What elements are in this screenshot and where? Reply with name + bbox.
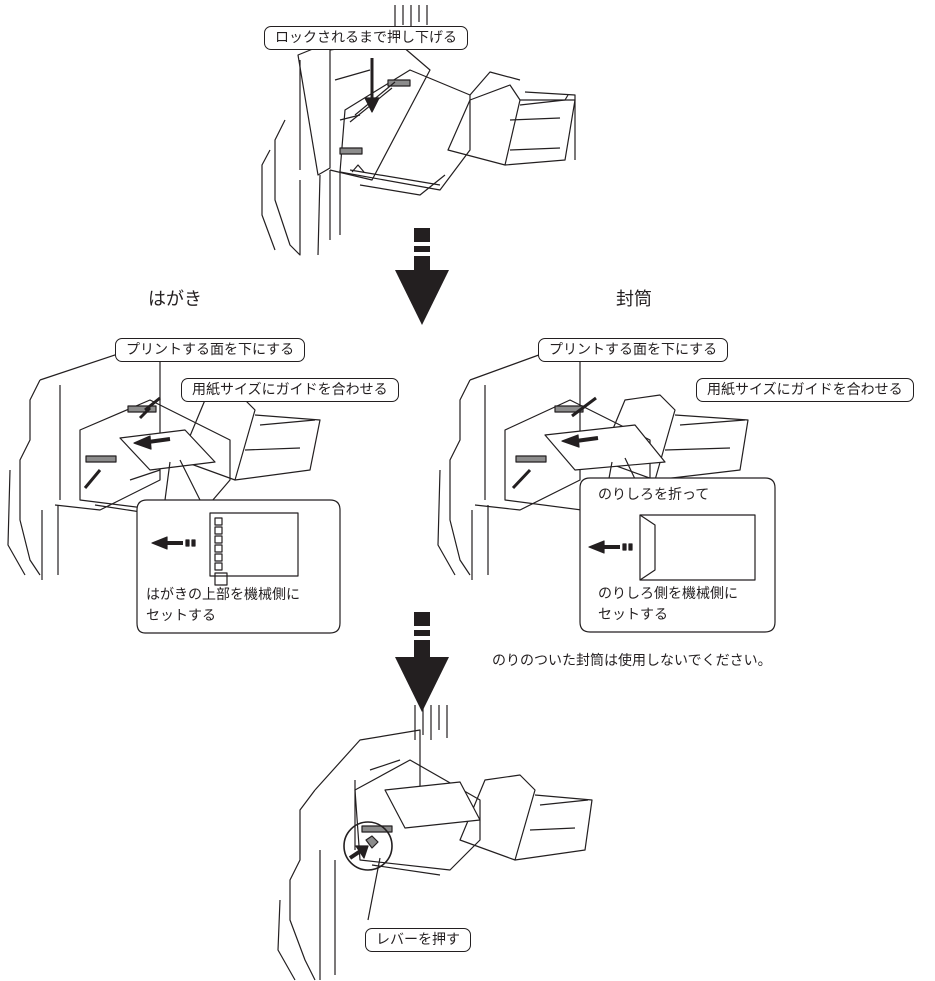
step-down-arrow-1 — [395, 228, 449, 325]
envelope-icon — [639, 514, 756, 581]
stamp-box-icon — [214, 572, 228, 586]
push-down-instruction: ロックされるまで押し下げる — [264, 26, 468, 50]
postcard-orientation-line1: はがきの上部を機械側に — [146, 587, 300, 603]
envelope-warning: のりのついた封筒は使用しないでください。 — [492, 653, 772, 669]
step-down-arrow-2 — [395, 612, 449, 712]
envelope-print-face-note: プリントする面を下にする — [538, 338, 729, 362]
postcard-orientation-line2: セットする — [146, 608, 216, 624]
envelope-heading: 封筒 — [616, 289, 652, 310]
postcard-print-face-note: プリントする面を下にする — [115, 338, 306, 362]
postcard-card-icon — [209, 512, 299, 577]
postcard-illustration — [7, 339, 321, 580]
printer-bottom-illustration — [277, 705, 593, 981]
printer-top-illustration — [261, 5, 576, 256]
feed-direction-arrow-left — [151, 536, 196, 550]
envelope-orientation-line1: のりしろ側を機械側に — [598, 586, 738, 602]
envelope-guide-note: 用紙サイズにガイドを合わせる — [696, 378, 914, 402]
envelope-flap-note: のりしろを折って — [598, 487, 710, 503]
postcard-guide-note: 用紙サイズにガイドを合わせる — [181, 378, 399, 402]
postcode-boxes-icon — [214, 517, 223, 571]
postcard-heading: はがき — [148, 289, 202, 310]
envelope-orientation-line2: セットする — [598, 607, 668, 623]
push-lever-instruction: レバーを押す — [365, 928, 471, 952]
feed-direction-arrow-right — [588, 540, 633, 554]
